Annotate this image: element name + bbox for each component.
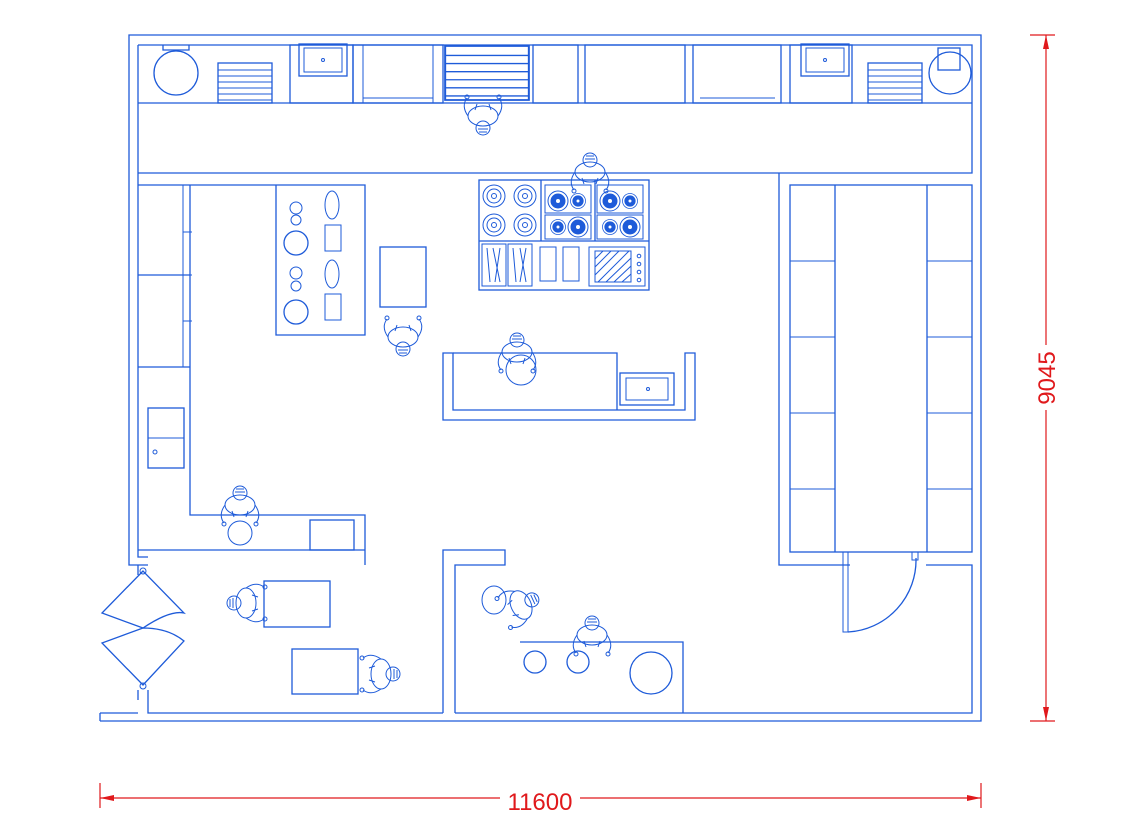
- width-dimension: 11600: [99, 783, 982, 816]
- burner-icon: [513, 184, 537, 208]
- top-counter: [138, 43, 973, 174]
- center-island: [442, 352, 696, 421]
- work-table: [263, 580, 331, 628]
- burner-icon: [547, 190, 569, 212]
- burner-icon: [482, 213, 506, 237]
- burner-icon: [622, 193, 638, 209]
- grill-icon: [444, 44, 530, 102]
- width-label: 11600: [508, 789, 573, 816]
- person-icon: [226, 583, 268, 623]
- right-storage: [778, 173, 973, 633]
- lower-room: [442, 549, 684, 713]
- height-dimension: 9045: [1030, 34, 1061, 722]
- person-icon: [359, 654, 401, 694]
- cooking-range: [478, 179, 650, 291]
- stock-pot-icon: [153, 50, 199, 96]
- sink-icon: [800, 43, 850, 77]
- grill-icon: [217, 62, 273, 104]
- person-icon: [220, 485, 260, 527]
- staff-figures: [220, 94, 612, 694]
- burner-icon: [602, 219, 618, 235]
- burner-icon: [567, 216, 589, 238]
- burner-icon: [513, 213, 537, 237]
- burner-icon: [570, 193, 586, 209]
- height-label: 9045: [1034, 351, 1061, 404]
- person-icon: [493, 579, 547, 632]
- sink-icon: [298, 43, 348, 77]
- person-icon: [463, 94, 503, 136]
- person-icon: [572, 615, 612, 657]
- work-table: [291, 648, 359, 695]
- left-counter: [138, 184, 366, 565]
- entry-doors: [100, 565, 186, 700]
- person-icon: [383, 315, 423, 357]
- prep-table: [379, 246, 427, 308]
- burner-icon: [619, 216, 641, 238]
- burner-icon: [482, 184, 506, 208]
- door-swing-icon: [100, 570, 186, 629]
- burner-icon: [550, 219, 566, 235]
- door-swing-icon: [847, 557, 917, 633]
- door-swing-icon: [100, 627, 185, 686]
- grill-icon: [867, 62, 923, 104]
- outer-walls: [99, 34, 982, 722]
- stock-pot-icon: [928, 51, 972, 95]
- burner-icon: [599, 190, 621, 212]
